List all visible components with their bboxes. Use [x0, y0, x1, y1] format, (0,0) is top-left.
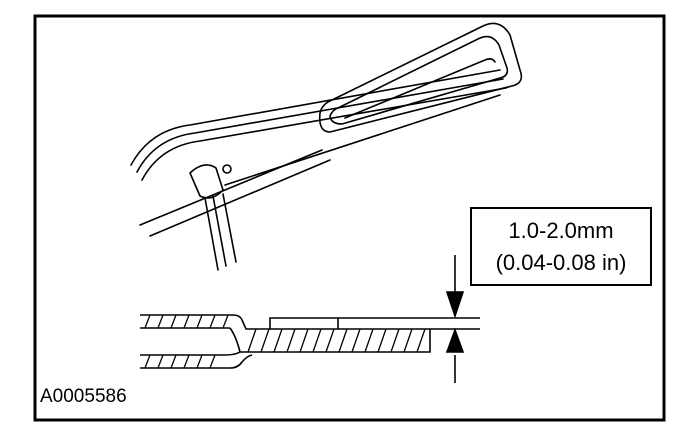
hatching-upper-strip [144, 314, 229, 329]
dimension-arrows [445, 255, 465, 383]
tool-and-wiper-arm [130, 22, 523, 271]
figure-frame [33, 14, 666, 422]
blade-cross-section [140, 314, 480, 369]
dimension-imperial: (0.04-0.08 in) [496, 250, 627, 275]
dimension-callout-box [470, 207, 652, 286]
figure-id: A0005586 [40, 386, 127, 407]
dimension-metric: 1.0-2.0mm [508, 218, 613, 243]
hatching-lower-strip [144, 354, 216, 369]
hatching-blade [247, 328, 426, 353]
